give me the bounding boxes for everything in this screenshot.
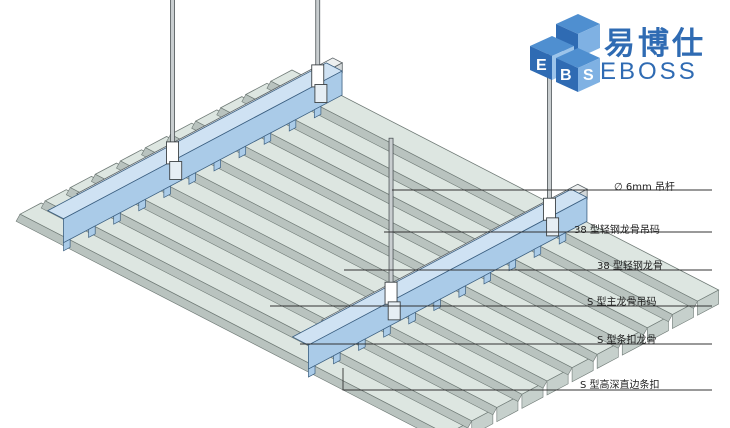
carrier-tooth (458, 285, 466, 298)
carrier-tooth (383, 325, 391, 338)
brand-name-chinese: 易博仕 (604, 26, 706, 62)
carrier-tooth (308, 364, 316, 378)
callout-main-clip: S 型主龙骨吊码 (587, 297, 657, 308)
strip-end-cap (596, 342, 619, 369)
hanger-rod (315, 0, 321, 72)
carrier-tooth (483, 271, 491, 285)
strip-end-cap (496, 395, 519, 423)
strip-end-cap (471, 409, 494, 428)
callout-keel: 38 型轻钢龙骨 (597, 261, 663, 272)
brand-name-english: EBOSS (600, 58, 698, 85)
leader-lines (270, 189, 712, 391)
hanger-rod (170, 0, 175, 149)
strip-panels (15, 69, 720, 428)
hanger-rod (388, 137, 394, 289)
logo-letter-s: S (583, 67, 594, 84)
carrier-tooth (313, 105, 322, 119)
strip-end-cap (647, 316, 669, 343)
main-keel-clip (314, 84, 328, 103)
brand-logo-icon: E B S (530, 14, 600, 92)
main-keel-clip (546, 217, 560, 237)
strip-end-cap (697, 289, 719, 316)
carrier-tooth (138, 198, 146, 212)
strip-end-cap (546, 369, 569, 396)
carrier-tooth (508, 258, 517, 272)
strip-groove (15, 213, 436, 428)
main-keel-clip (387, 301, 401, 321)
leader-line (342, 368, 712, 391)
hanger-clip (542, 197, 556, 221)
strip-end-cap (521, 382, 544, 409)
carrier-tooth (333, 351, 341, 365)
carrier-tooth (238, 145, 247, 159)
main-keel-clip (169, 161, 183, 180)
hanger-clip (166, 141, 179, 165)
hanger-rods (166, 0, 560, 321)
strip-end-cap (571, 356, 594, 383)
carrier-tooth (288, 118, 297, 132)
callout-strip-panel: S 型高深直边条扣 (580, 380, 660, 391)
carrier-tooth (558, 231, 567, 245)
carrier-tooth (163, 185, 171, 199)
carrier-tooth (63, 238, 71, 252)
hanger-clip (311, 64, 325, 88)
carrier-tooth (188, 172, 196, 185)
carrier-tooth (408, 311, 416, 325)
hanger-clip (384, 281, 398, 305)
carrier-tooth (113, 212, 121, 225)
logo-letter-b: B (560, 67, 572, 84)
callout-keel-hanger: 38 型轻钢龙骨吊码 (574, 225, 660, 236)
callout-strip-keel: S 型条扣龙骨 (597, 335, 657, 346)
logo-letter-e: E (536, 57, 547, 74)
carrier-tooth (533, 245, 542, 258)
carrier-tooth (433, 298, 441, 312)
strip-end-cap (621, 329, 644, 356)
carrier-tooth (213, 158, 221, 172)
carrier-tooth (88, 225, 96, 239)
carrier-tooth (263, 132, 272, 145)
callout-rod: ∅ 6mm 吊杆 (614, 182, 675, 193)
strip-end-cap (672, 302, 694, 330)
